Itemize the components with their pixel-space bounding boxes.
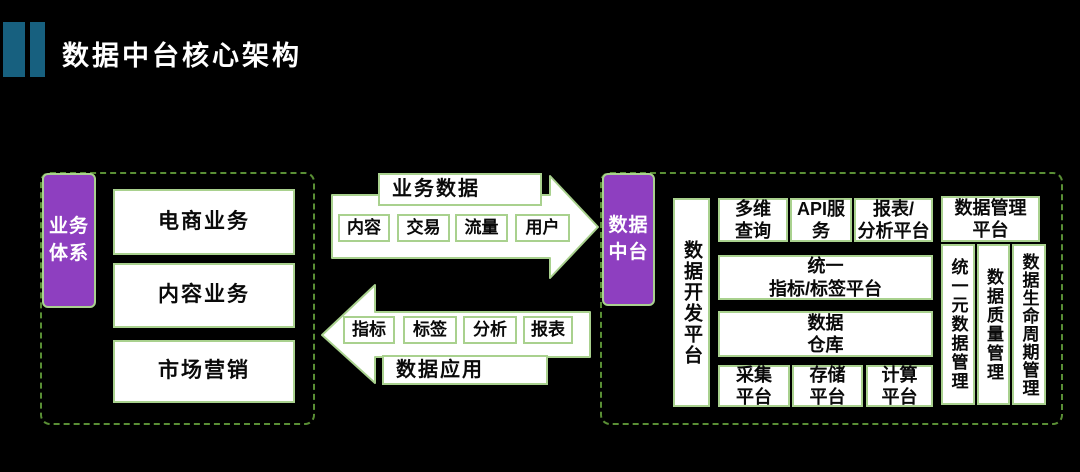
data-platform-label: 数据 中台 xyxy=(602,173,655,306)
multidim-query-box: 多维 查询 xyxy=(718,198,788,242)
report-analysis-platform-box: 报表/ 分析平台 xyxy=(854,198,933,242)
api-service-box: API服 务 xyxy=(790,198,852,242)
collection-platform-box: 采集 平台 xyxy=(718,365,790,407)
data-platform-container xyxy=(600,172,1063,425)
flow-bottom-item-report: 报表 xyxy=(523,316,573,344)
flow-top-item-user: 用户 xyxy=(515,214,570,242)
dev-platform-box: 数据开发平台 xyxy=(673,198,710,407)
business-box-ecommerce: 电商业务 xyxy=(113,189,295,255)
flow-bottom-item-analysis: 分析 xyxy=(463,316,517,344)
business-box-marketing: 市场营销 xyxy=(113,340,295,403)
business-system-label: 业务 体系 xyxy=(42,173,96,308)
data-lifecycle-management-box: 数据生命周期管理 xyxy=(1012,244,1046,405)
flow-bottom-item-tag: 标签 xyxy=(403,316,457,344)
unified-indicator-tag-platform-box: 统一 指标/标签平台 xyxy=(718,255,933,300)
page-title: 数据中台核心架构 xyxy=(62,41,302,71)
unified-metadata-management-box: 统一元数据管理 xyxy=(941,244,975,405)
data-warehouse-box: 数据 仓库 xyxy=(718,311,933,357)
flow-top-item-transaction: 交易 xyxy=(397,214,450,242)
flow-top-item-traffic: 流量 xyxy=(455,214,508,242)
data-quality-management-box: 数据质量管理 xyxy=(977,244,1010,405)
data-management-platform-header: 数据管理 平台 xyxy=(941,196,1040,242)
title-accent-bar-narrow xyxy=(30,22,45,77)
title-accent-bar-wide xyxy=(3,22,25,77)
flow-bottom-item-indicator: 指标 xyxy=(343,316,395,344)
flow-top-label: 业务数据 xyxy=(378,173,542,206)
business-system-container xyxy=(40,172,315,425)
storage-platform-box: 存储 平台 xyxy=(792,365,863,407)
flow-bottom-label: 数据应用 xyxy=(382,355,548,385)
compute-platform-box: 计算 平台 xyxy=(866,365,933,407)
flow-top-item-content: 内容 xyxy=(338,214,390,242)
business-box-content: 内容业务 xyxy=(113,263,295,328)
